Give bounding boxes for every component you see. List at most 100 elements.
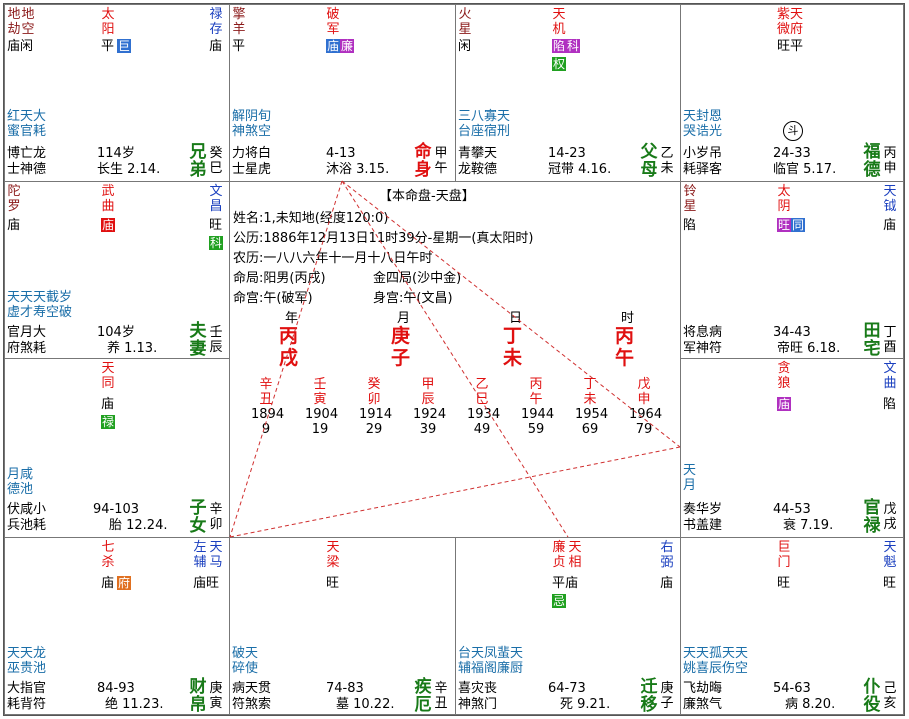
star-dikong: 地空 (21, 7, 35, 37)
minor-stars: 碎使 (232, 661, 259, 676)
star-brightness: 庙 (7, 218, 21, 233)
shensha: 士星虎 (232, 162, 272, 177)
star-brightness: 庙 (660, 576, 674, 591)
star-brightness: 闲 (458, 39, 472, 54)
sihua-badge: 庙廉 (326, 39, 355, 53)
palace-zi[interactable]: 廉贞 天相 平庙 忌 右弼 庙 台天凤蜚天 辅福阁廉厨 喜灾丧 神煞门 64-7… (455, 537, 681, 715)
star-pojun: 破军 (326, 7, 340, 37)
age-range: 24-33 (773, 146, 811, 161)
shensha: 力将白 (232, 146, 272, 161)
shensha: 书盖建 (683, 518, 723, 533)
star-tianyue: 天钺 (883, 184, 897, 214)
sihua-badge: 陷科 (552, 39, 581, 53)
palace-wei[interactable]: 火星 闲 天机 陷科 权 三八寡天 台座宿刑 青攀天 龙鞍德 14-23 冠带 … (455, 4, 681, 182)
star-brightness: 平庙 (552, 576, 579, 591)
minor-stars: 天天龙 (7, 646, 47, 661)
palace-name: 官禄 (863, 498, 881, 536)
sihua-badge: 禄 (101, 415, 116, 429)
life-stage: 绝 11.23. (105, 697, 164, 712)
palace-wu[interactable]: 擎羊 平 破军 庙廉 解阴旬 神煞空 力将白 士星虎 4-13 沐浴 3.15.… (229, 4, 456, 182)
center-title: 【本命盘-天盘】 (379, 189, 475, 204)
star-brightness: 旺 (777, 576, 791, 591)
stem-branch: 己亥 (883, 681, 897, 711)
life-stage: 长生 2.14. (97, 162, 161, 177)
palace-yin[interactable]: 七杀 庙 府 左辅 天马 庙旺 天天龙 巫贵池 大指官 耗背符 84-93 绝 … (4, 537, 230, 715)
minor-stars: 天天孤天天 (683, 646, 749, 661)
shensha: 兵池耗 (7, 518, 47, 533)
palace-chou[interactable]: 天梁 旺 破天 碎使 病天贯 符煞索 74-83 墓 10.22. 疾厄 辛丑 (229, 537, 456, 715)
shensha: 大指官 (7, 681, 47, 696)
star-lianzhen: 廉贞 (552, 540, 566, 570)
stem-branch: 丁酉 (883, 325, 897, 355)
palace-hai[interactable]: 巨门 旺 天魁 旺 天天孤天天 姚喜辰伤空 飞劫晦 廉煞气 54-63 病 8.… (680, 537, 904, 715)
pillar-day: 丁未 (503, 325, 523, 369)
shensha: 龙鞍德 (458, 162, 498, 177)
age-range: 114岁 (97, 146, 135, 161)
palace-shen[interactable]: 紫天 微府 旺平 天封恩 哭诰光 斗 小岁吊 耗驿客 24-33 临官 5.17… (680, 4, 904, 182)
palace-mao[interactable]: 天同 庙 禄 月咸 德池 伏咸小 兵池耗 94-103 胎 12.24. 子女 … (4, 358, 230, 538)
sihua-badge: 巨 (117, 39, 132, 53)
age-range: 94-103 (93, 502, 140, 517)
palace-chen[interactable]: 陀罗 庙 武曲 庙 文昌 旺 科 天天天截岁 虚才寿空破 官月大 府煞耗 104… (4, 181, 230, 359)
star-tuoluo: 陀罗 (7, 184, 21, 214)
star-lucun: 禄存 (209, 7, 223, 37)
life-stage: 帝旺 6.18. (777, 341, 841, 356)
wuxing-ju: 金四局(沙中金) (373, 271, 462, 286)
age-range: 104岁 (97, 325, 135, 340)
palace-xu[interactable]: 贪狼 庙 文曲 陷 天 月 奏华岁 书盖建 44-53 衰 7.19. 官禄 戊… (680, 358, 904, 538)
shensha: 喜灾丧 (458, 681, 498, 696)
star-brightness: 庙 (101, 397, 115, 412)
shensha: 奏华岁 (683, 502, 723, 517)
pillar-label-year: 年 (285, 311, 299, 326)
minor-stars: 天封恩 (683, 109, 723, 124)
palace-name: 疾厄 (414, 677, 432, 715)
star-wenchang: 文昌 (209, 184, 223, 214)
minor-stars: 哭诰光 (683, 124, 723, 139)
minor-stars: 德池 (7, 482, 34, 497)
sihua-badge: 忌 (552, 594, 567, 608)
stem-branch: 癸巳 (209, 146, 223, 176)
shensha: 飞劫晦 (683, 681, 723, 696)
star-brightness: 庙 (209, 39, 223, 54)
life-stage: 沐浴 3.15. (326, 162, 390, 177)
palace-name: 命身 (414, 142, 432, 180)
shensha: 士神德 (7, 162, 47, 177)
center-panel: 【本命盘-天盘】 姓名:1,未知地(经度120:0) 公历:1886年12月13… (229, 181, 681, 538)
age-range: 44-53 (773, 502, 811, 517)
minor-stars: 三八寡天 (458, 109, 511, 124)
shensha: 官月大 (7, 325, 47, 340)
name-line: 姓名:1,未知地(经度120:0) (233, 211, 389, 226)
palace-you[interactable]: 铃星 陷 太阴 旺同 天钺 庙 将息病 军神符 34-43 帝旺 6.18. 田… (680, 181, 904, 359)
shensha: 军神符 (683, 341, 723, 356)
stem-branch: 丙申 (883, 146, 897, 176)
sihua-badge: 权 (552, 57, 567, 71)
star-tianliang: 天梁 (326, 540, 340, 570)
palace-name: 迁移 (640, 677, 658, 715)
star-brightness: 旺 (209, 218, 223, 233)
age-range: 84-93 (97, 681, 135, 696)
minor-stars: 天天天截岁 (7, 290, 73, 305)
sihua-badge: 庙 (101, 218, 116, 232)
age-range: 34-43 (773, 325, 811, 340)
star-brightness: 陷 (883, 397, 897, 412)
shensha: 博亡龙 (7, 146, 47, 161)
minor-stars: 解阴旬 (232, 109, 272, 124)
minor-stars: 蜜官耗 (7, 124, 47, 139)
sihua-badge: 科 (209, 236, 224, 250)
shensha: 青攀天 (458, 146, 498, 161)
stem-branch: 甲午 (434, 146, 448, 176)
minor-stars: 辅福阁廉厨 (458, 661, 524, 676)
star-zuofu: 左辅 (193, 540, 207, 570)
star-tiankui: 天魁 (883, 540, 897, 570)
palace-si[interactable]: 地劫 地空 庙闲 太阳 平 巨 禄存 庙 红天大 蜜官耗 博亡龙 士神德 114… (4, 4, 230, 182)
shensha: 将息病 (683, 325, 723, 340)
age-range: 74-83 (326, 681, 364, 696)
stem-branch: 辛丑 (434, 681, 448, 711)
minor-stars: 破天 (232, 646, 259, 661)
age-range: 54-63 (773, 681, 811, 696)
